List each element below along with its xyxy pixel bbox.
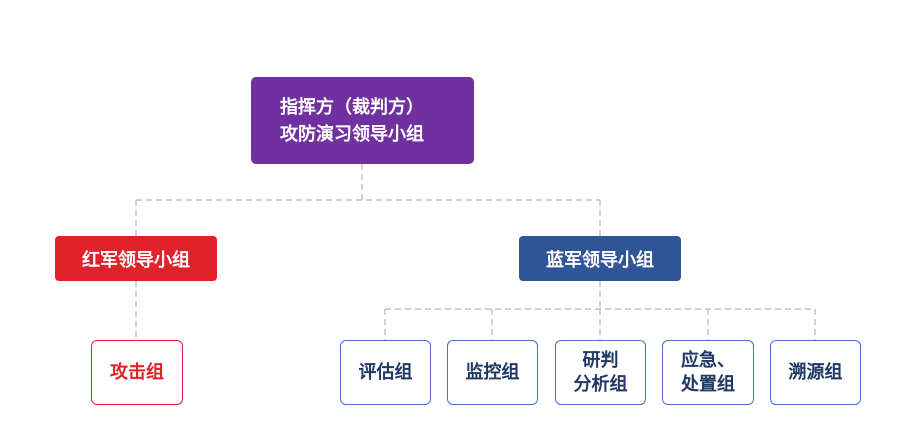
analysis-group-node: 研判 分析组 — [555, 340, 646, 405]
response-group-label-line2: 处置组 — [681, 373, 735, 395]
red-team-leader-node: 红军领导小组 — [55, 236, 217, 281]
response-group-node: 应急、 处置组 — [662, 340, 754, 405]
attack-group-label: 攻击组 — [110, 361, 164, 383]
response-group-label-line1: 应急、 — [681, 349, 735, 371]
assessment-group-label: 评估组 — [358, 361, 413, 383]
attack-group-node: 攻击组 — [91, 340, 183, 405]
red-team-label: 红军领导小组 — [82, 249, 190, 271]
root-title-line2: 攻防演习领导小组 — [280, 123, 424, 145]
tracing-group-node: 溯源组 — [770, 340, 861, 405]
assessment-group-node: 评估组 — [340, 340, 431, 405]
monitoring-group-label: 监控组 — [465, 361, 520, 383]
analysis-group-label-line1: 研判 — [582, 349, 619, 371]
monitoring-group-node: 监控组 — [447, 340, 538, 405]
command-root-node: 指挥方（裁判方） 攻防演习领导小组 — [251, 77, 474, 164]
blue-team-leader-node: 蓝军领导小组 — [519, 236, 681, 281]
tracing-group-label: 溯源组 — [788, 361, 843, 383]
root-title-line1: 指挥方（裁判方） — [280, 96, 424, 118]
analysis-group-label-line2: 分析组 — [573, 373, 628, 395]
blue-team-label: 蓝军领导小组 — [546, 249, 654, 271]
